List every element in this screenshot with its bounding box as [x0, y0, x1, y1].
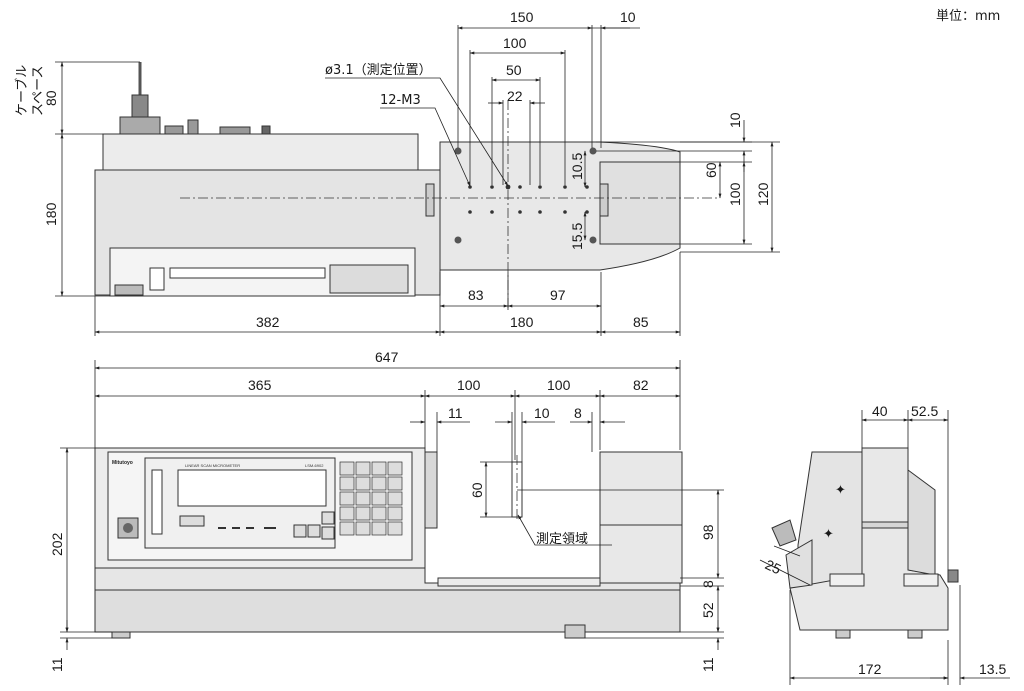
emitter-window-block: [599, 161, 681, 245]
top-connector-4: [261, 125, 271, 135]
dim-100-b: 100: [547, 377, 571, 393]
dim-150: 150: [510, 9, 534, 25]
dim-13-5: 13.5: [979, 661, 1006, 677]
side-view-base-pad-right: [903, 573, 939, 587]
top-view-cable-knob: [114, 284, 144, 296]
label-hole-diameter: ø3.1（測定位置）: [325, 63, 432, 78]
dim-97: 97: [550, 287, 566, 303]
dim-11-right: 11: [700, 657, 716, 672]
receiver-unit: [599, 451, 683, 584]
keypad[interactable]: [339, 461, 403, 536]
label-cable-space-1: ケーブル: [14, 65, 30, 116]
dim-60: 60: [703, 162, 719, 178]
arrow-left-key[interactable]: [293, 524, 307, 538]
crosshair-icon: ✦: [823, 527, 834, 542]
screw-icon: [589, 236, 597, 244]
card-slot: [151, 469, 163, 535]
emitter-unit: [424, 451, 438, 529]
dim-11-left: 11: [49, 657, 65, 672]
dim-180-h: 180: [510, 314, 534, 330]
dim-172: 172: [858, 661, 882, 677]
foot-left: [111, 631, 131, 639]
dim-202: 202: [49, 532, 65, 556]
unit-label: 単位：mm: [936, 8, 1000, 24]
dim-52-5: 52.5: [911, 403, 938, 419]
dim-10-r: 10: [727, 112, 743, 128]
measuring-stage: [437, 577, 601, 587]
top-connector-3: [219, 126, 251, 135]
label-screw-holes: 12-M3: [380, 93, 421, 108]
dim-365: 365: [248, 377, 272, 393]
measuring-window: [511, 461, 523, 518]
dim-22: 22: [507, 88, 523, 104]
dim-100: 100: [503, 35, 527, 51]
model-label: LINEAR SCAN MICROMETER: [185, 463, 240, 468]
dim-8-b: 8: [700, 580, 716, 588]
dim-10: 10: [534, 405, 550, 421]
model-code: LSM-6902: [305, 463, 324, 468]
dim-cable-80: 80: [43, 90, 59, 106]
dim-647: 647: [375, 349, 399, 365]
dim-52: 52: [700, 602, 716, 618]
side-foot-right: [907, 629, 923, 639]
top-view-keypad: [329, 264, 409, 294]
side-view-console-edge: [785, 539, 813, 589]
front-view-base-strip: [94, 589, 681, 633]
emitter-right-window: [599, 183, 609, 217]
arrow-up-key[interactable]: [321, 511, 335, 525]
top-view-slot: [149, 267, 165, 291]
indicator-button[interactable]: [179, 515, 205, 527]
dim-83: 83: [468, 287, 484, 303]
top-connector-2: [187, 119, 199, 135]
label-cable-space-2: スペース: [31, 66, 46, 116]
brand-logo: Mitutoyo: [112, 460, 133, 466]
dim-25: 25: [763, 556, 784, 577]
side-view-upper-band: [861, 521, 909, 529]
label-measuring-area: 測定領域: [536, 531, 588, 547]
dim-60-front: 60: [469, 482, 485, 498]
power-switch-icon: [123, 523, 133, 533]
side-view: ✦ ✦ 40 52.5 25 172 13.5: [759, 403, 1010, 685]
side-view-base-pad: [829, 573, 865, 587]
side-view-front-knob: [771, 519, 797, 547]
crosshair-icon: ✦: [835, 483, 846, 498]
arrow-right-key[interactable]: [307, 524, 321, 538]
dim-85: 85: [633, 314, 649, 330]
cable-connector: [131, 94, 149, 118]
top-view-display-strip: [169, 267, 326, 279]
side-foot-left: [835, 629, 851, 639]
dim-10-5: 10.5: [569, 153, 585, 180]
dim-8-a: 8: [574, 405, 582, 421]
dim-11-a: 11: [448, 405, 463, 421]
dim-382: 382: [256, 314, 280, 330]
lcd-display: [177, 469, 327, 507]
dim-180-v: 180: [43, 202, 59, 226]
dim-10-top: 10: [620, 9, 636, 25]
dim-82: 82: [633, 377, 649, 393]
dim-98: 98: [700, 524, 716, 540]
screw-icon: [454, 147, 462, 155]
screw-icon: [589, 147, 597, 155]
top-view-body-top: [102, 133, 419, 173]
dim-100-v: 100: [727, 182, 743, 206]
dim-120: 120: [755, 182, 771, 206]
arrow-down-key[interactable]: [321, 526, 335, 540]
top-view: 150 10 100 50 22 ø3.1（測定位置） 12-M3 ケーブル ス…: [14, 9, 780, 336]
dim-100-a: 100: [457, 377, 481, 393]
dim-15-5: 15.5: [569, 223, 585, 250]
front-view: Mitutoyo LINEAR SCAN MICROMETER LSM-6902: [49, 349, 724, 672]
dim-50: 50: [506, 62, 522, 78]
screw-icon: [454, 236, 462, 244]
top-connector-1: [164, 125, 184, 135]
side-view-shoulder: [907, 469, 936, 576]
side-connector: [947, 569, 959, 583]
emitter-left-window: [425, 183, 435, 217]
cable-base: [119, 116, 161, 135]
foot-right: [564, 624, 586, 639]
dim-40: 40: [872, 403, 888, 419]
